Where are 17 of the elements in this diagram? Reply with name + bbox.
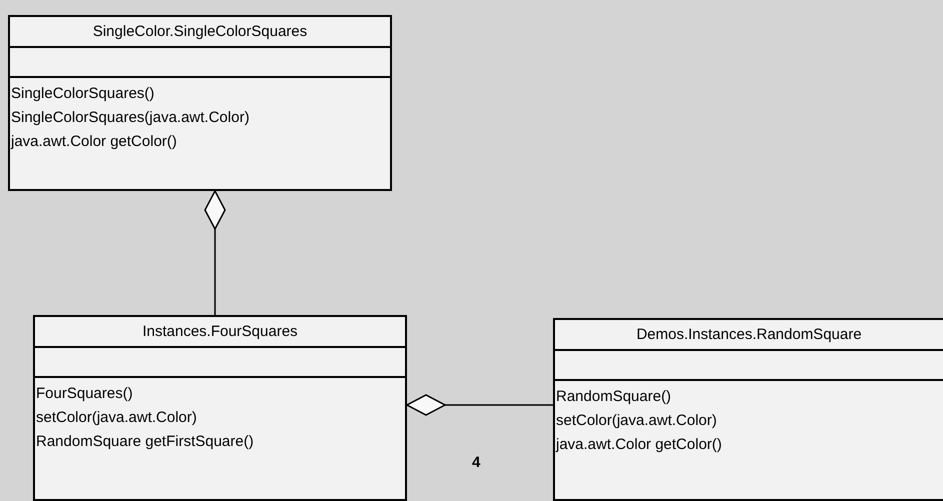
- method-signature: SingleColorSquares(): [11, 84, 154, 104]
- class-box: [8, 15, 392, 191]
- class-name: Demos.Instances.RandomSquare: [636, 326, 862, 343]
- method-signature: RandomSquare getFirstSquare(): [36, 432, 254, 452]
- method-signature: setColor(java.awt.Color): [556, 411, 717, 431]
- method-signature: setColor(java.awt.Color): [36, 408, 197, 428]
- class-box: [33, 315, 407, 501]
- class-name: SingleColor.SingleColorSquares: [92, 23, 308, 40]
- aggregation-line: [406, 394, 553, 416]
- method-signature: SingleColorSquares(java.awt.Color): [11, 108, 250, 128]
- method-signature: FourSquares(): [36, 384, 133, 404]
- class-box: [553, 318, 943, 501]
- class-name: Instances.FourSquares: [142, 323, 298, 340]
- method-signature: java.awt.Color getColor(): [556, 435, 722, 455]
- method-signature: RandomSquare(): [556, 387, 672, 407]
- method-signature: java.awt.Color getColor(): [11, 132, 177, 152]
- aggregation-line: [204, 190, 226, 315]
